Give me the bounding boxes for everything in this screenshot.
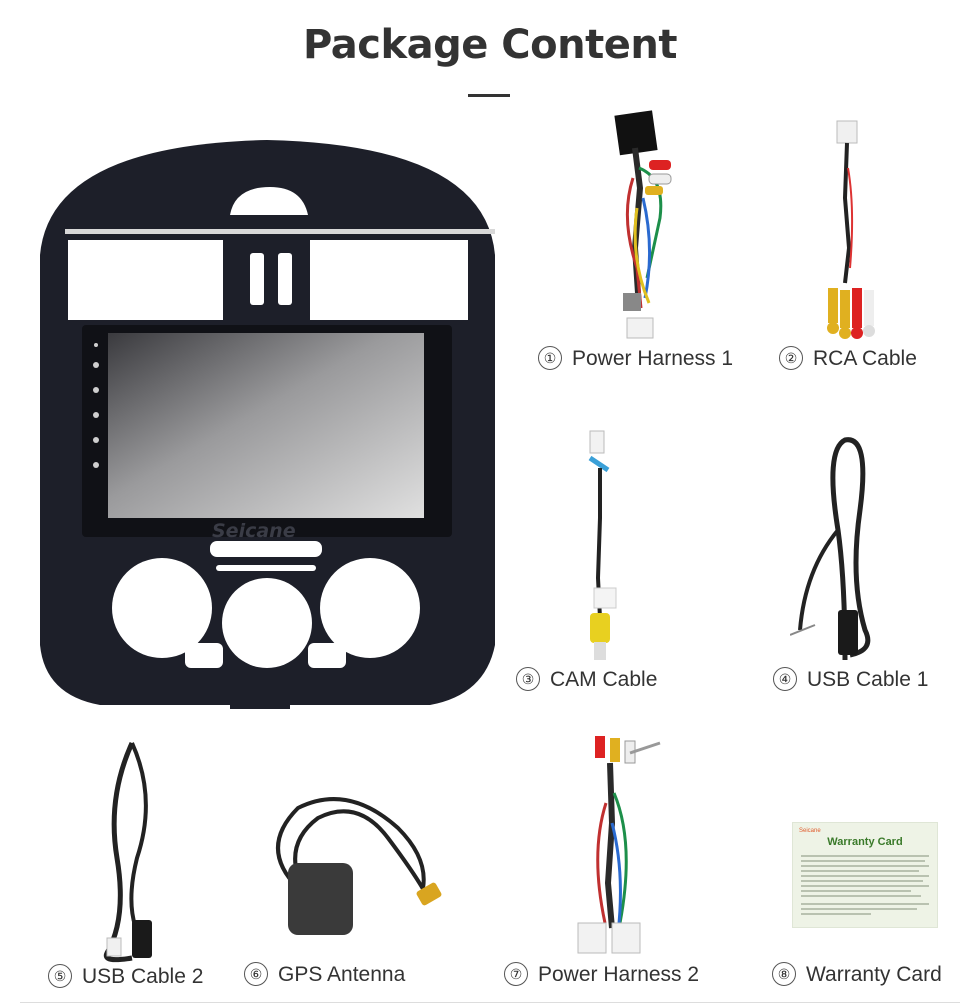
item-number-5: ⑤ (48, 964, 72, 988)
item-name-6: GPS Antenna (278, 963, 406, 986)
gps-antenna-image (276, 797, 442, 935)
item-label-5: ⑤ USB Cable 2 (48, 964, 203, 989)
usb-cable-2-image (103, 741, 152, 963)
item-number-4: ④ (773, 667, 797, 691)
item-number-8: ⑧ (772, 962, 796, 986)
item-number-1: ① (538, 346, 562, 370)
item-name-5: USB Cable 2 (82, 965, 204, 988)
usb-cable-1-image (790, 437, 871, 661)
item-name-7: Power Harness 2 (538, 963, 700, 986)
item-label-4: ④ USB Cable 1 (773, 667, 928, 692)
warranty-card-title: Warranty Card (827, 836, 903, 848)
title-underline (468, 94, 510, 97)
item-label-3: ③ CAM Cable (516, 667, 657, 692)
bottom-divider (20, 1002, 960, 1003)
item-label-7: ⑦ Power Harness 2 (504, 962, 699, 987)
item-name-8: Warranty Card (806, 963, 942, 986)
item-label-1: ① Power Harness 1 (538, 346, 733, 371)
item-number-2: ② (779, 346, 803, 370)
item-number-7: ⑦ (504, 962, 528, 986)
stereo-unit-image: Seicane (40, 140, 495, 709)
item-number-3: ③ (516, 667, 540, 691)
item-label-2: ② RCA Cable (779, 346, 917, 371)
cam-cable-image (588, 430, 617, 660)
item-number-6: ⑥ (244, 962, 268, 986)
item-name-4: USB Cable 1 (807, 668, 929, 691)
power-harness-2-image (577, 736, 661, 954)
page-title: Package Content (303, 22, 677, 68)
item-label-6: ⑥ GPS Antenna (244, 962, 405, 987)
brand-watermark: Seicane (212, 520, 296, 542)
item-label-8: ⑧ Warranty Card (772, 962, 942, 987)
item-name-3: CAM Cable (550, 668, 658, 691)
power-harness-1-image (614, 110, 672, 339)
rca-cable-image (827, 120, 875, 339)
item-name-2: RCA Cable (813, 347, 917, 370)
warranty-card-image: Seicane Warranty Card (792, 822, 938, 928)
warranty-card-brand: Seicane (799, 828, 821, 834)
item-name-1: Power Harness 1 (572, 347, 734, 370)
